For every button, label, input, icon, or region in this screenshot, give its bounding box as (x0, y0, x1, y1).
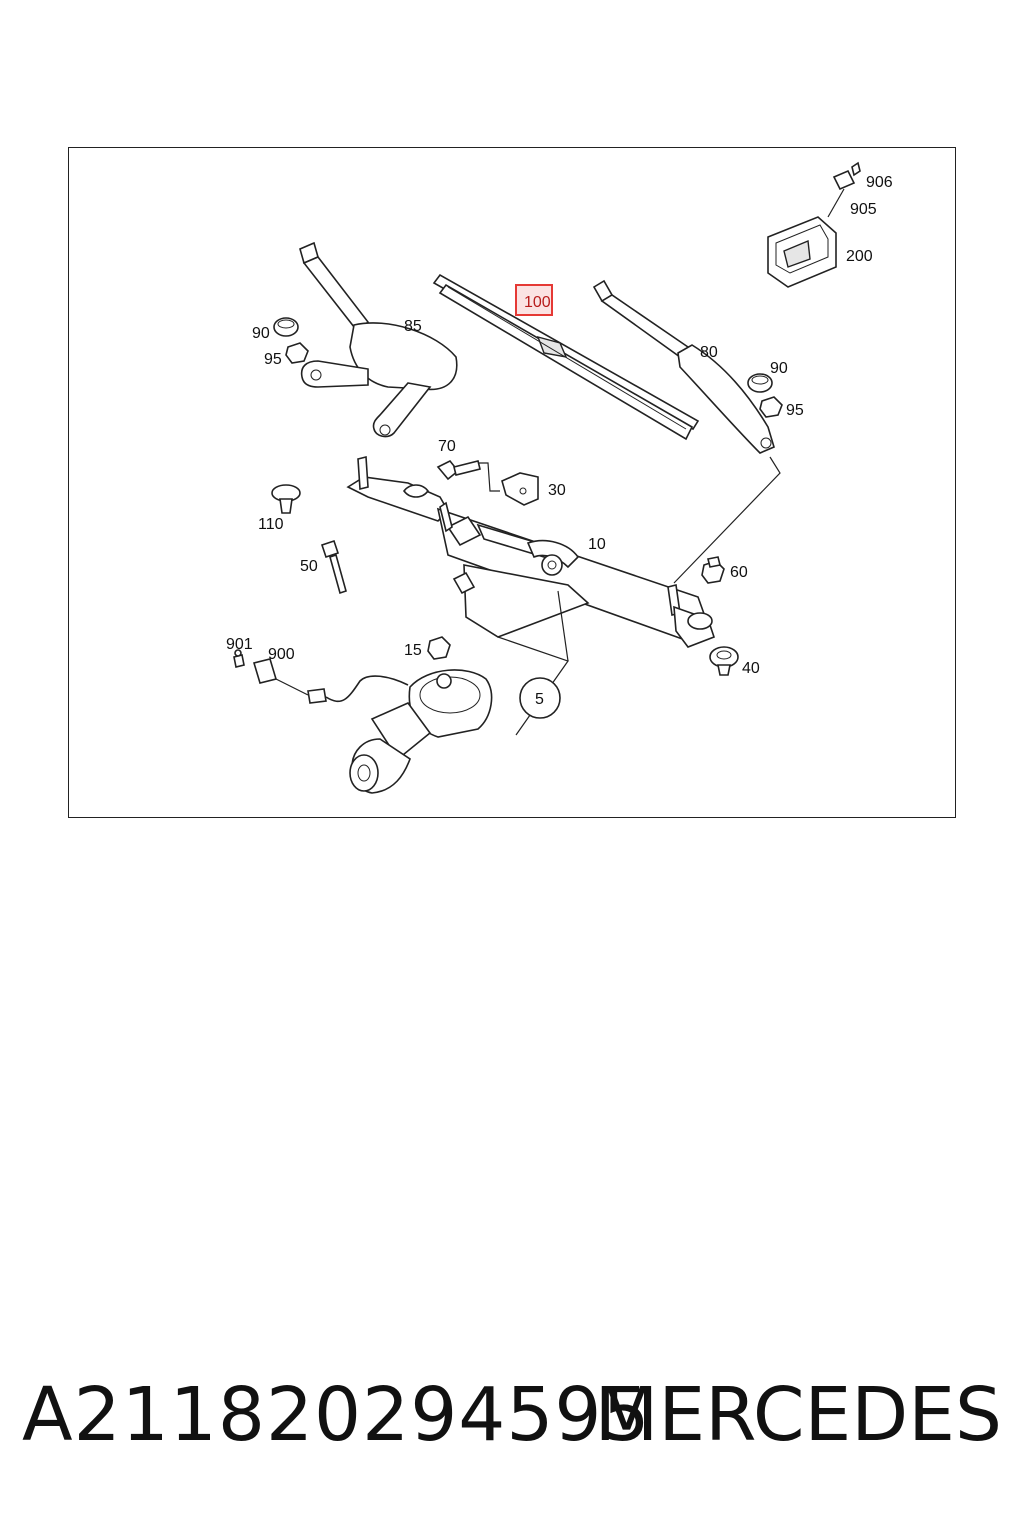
label-15: 15 (404, 642, 422, 659)
label-906: 906 (866, 174, 893, 191)
wiper-arm-left[interactable] (299, 241, 458, 438)
label-30: 30 (548, 482, 566, 499)
label-60: 60 (730, 564, 748, 581)
label-905: 905 (850, 201, 877, 218)
label-10: 10 (588, 536, 606, 553)
highlight-box-100 (515, 284, 553, 316)
connector-900[interactable] (252, 658, 409, 704)
nut-left[interactable] (285, 342, 309, 364)
label-85: 85 (404, 318, 422, 335)
bolt-50[interactable] (320, 539, 347, 595)
label-90-right: 90 (770, 360, 788, 377)
footer: A211820294595 MERCEDES (0, 1372, 1024, 1472)
label-5: 5 (535, 691, 544, 708)
label-80: 80 (700, 344, 718, 361)
label-901: 901 (226, 636, 253, 653)
grommet-40[interactable] (709, 646, 739, 676)
wiper-motor[interactable] (349, 636, 569, 794)
cap-right[interactable] (747, 373, 773, 393)
nut-15[interactable] (427, 636, 451, 660)
bolt-70[interactable] (436, 459, 500, 492)
label-90-left: 90 (252, 325, 270, 342)
wiper-linkage[interactable] (346, 455, 716, 648)
brand-name: MERCEDES (594, 1372, 1002, 1458)
cap-left[interactable] (273, 317, 299, 337)
label-95-left: 95 (264, 351, 282, 368)
wiper-arm-right[interactable] (592, 279, 775, 454)
label-100[interactable]: 100 (524, 294, 551, 311)
connector-901[interactable] (233, 649, 245, 668)
label-70: 70 (438, 438, 456, 455)
callout-circle-5 (519, 677, 561, 719)
wiper-blade[interactable] (432, 273, 700, 441)
label-900: 900 (268, 646, 295, 663)
part-number: A211820294595 (22, 1372, 651, 1458)
label-110: 110 (258, 516, 284, 533)
nut-right[interactable] (759, 396, 783, 418)
label-40: 40 (742, 660, 760, 677)
label-50: 50 (300, 558, 318, 575)
label-200: 200 (846, 248, 873, 265)
clip-110[interactable] (271, 484, 301, 514)
label-95-right: 95 (786, 402, 804, 419)
washer-pump[interactable] (767, 161, 861, 288)
parts-diagram: 906 905 200 100 90 95 85 80 90 95 70 30 … (226, 161, 893, 794)
bracket-30[interactable] (501, 472, 539, 506)
nut-60[interactable] (701, 556, 725, 584)
